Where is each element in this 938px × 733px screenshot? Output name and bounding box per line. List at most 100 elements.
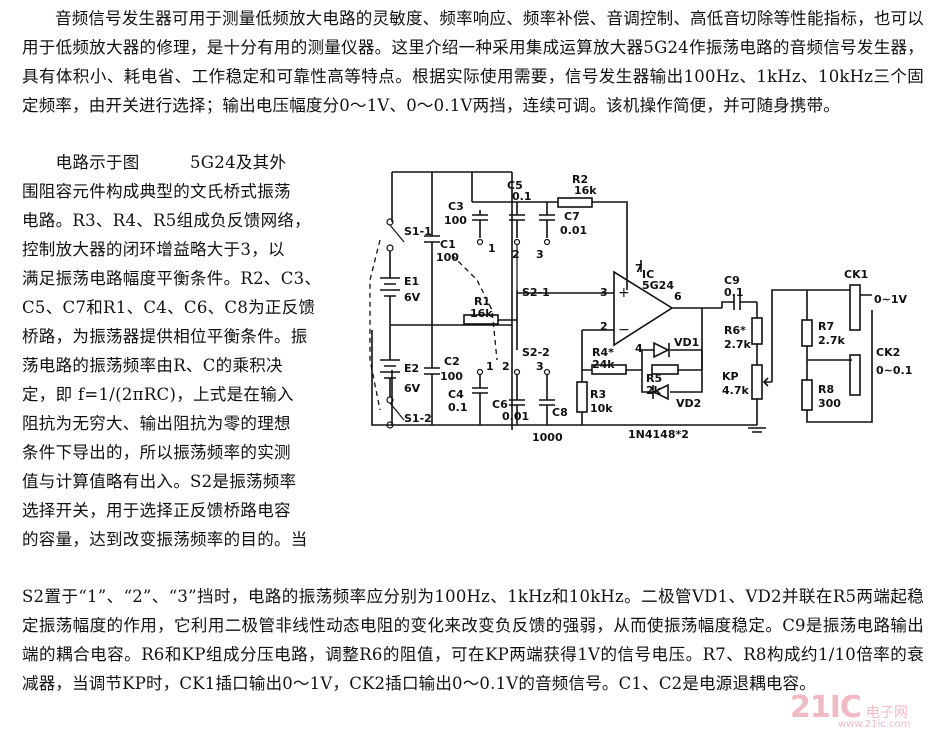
- capacitor-c5: C5 0.1: [507, 179, 532, 238]
- jack-ck1: CK1 0~1V: [807, 268, 908, 360]
- svg-text:0.1: 0.1: [724, 286, 744, 299]
- side-line: 满足振荡电路幅度平衡条件。R2、C3、: [22, 269, 322, 288]
- svg-text:0.01: 0.01: [502, 410, 529, 423]
- svg-text:R2: R2: [572, 173, 588, 186]
- svg-text:KP: KP: [722, 370, 739, 383]
- svg-text:3: 3: [536, 248, 544, 261]
- svg-text:300: 300: [818, 397, 841, 410]
- svg-text:VD1: VD1: [674, 336, 699, 349]
- svg-text:R1: R1: [474, 295, 490, 308]
- svg-text:0.1: 0.1: [448, 401, 468, 414]
- svg-text:4.7k: 4.7k: [722, 384, 749, 397]
- side-line: 选择开关，用于选择正反馈桥路电容: [22, 501, 291, 520]
- svg-text:C9: C9: [724, 274, 740, 287]
- capacitor-c8: C8 1000: [532, 375, 568, 444]
- svg-text:S1-2: S1-2: [404, 412, 432, 425]
- capacitor-c3: C3 100: [444, 200, 488, 238]
- feedback-output-link: [678, 308, 703, 371]
- battery-e1: E1 6V: [380, 251, 421, 325]
- watermark-brand: 21IC: [790, 690, 862, 725]
- svg-text:2: 2: [502, 360, 510, 373]
- jack-ck2: CK2 0~0.1V: [849, 346, 912, 396]
- potentiometer-kp: KP 4.7k: [722, 289, 807, 433]
- resistor-r5: R5 2k: [646, 364, 679, 397]
- svg-text:2.7k: 2.7k: [724, 338, 751, 351]
- svg-text:+: +: [618, 285, 630, 301]
- svg-text:C5: C5: [507, 179, 523, 192]
- svg-text:1000: 1000: [532, 431, 563, 444]
- svg-text:100: 100: [436, 251, 459, 264]
- svg-text:E1: E1: [404, 275, 419, 288]
- side-line: 条件下导出的，所以振荡频率的实测: [22, 443, 291, 462]
- watermark-logo: 21IC 电子网 www.21ic.com: [790, 690, 910, 730]
- svg-text:IC: IC: [642, 268, 654, 281]
- resistor-r7: R7 2.7k: [801, 290, 845, 360]
- resistor-r4: R4* 24k: [582, 346, 642, 375]
- svg-text:16k: 16k: [470, 307, 493, 320]
- svg-text:100: 100: [444, 214, 467, 227]
- diode-vd2: VD2: [641, 370, 703, 410]
- svg-text:7: 7: [635, 262, 643, 275]
- svg-text:100: 100: [440, 370, 463, 383]
- svg-text:0~1V: 0~1V: [874, 293, 908, 306]
- svg-text:VD2: VD2: [676, 397, 701, 410]
- svg-text:6: 6: [674, 290, 682, 303]
- capacitor-c9: C9 0.1: [721, 274, 757, 310]
- capacitor-c7: C7 0.01: [539, 202, 587, 238]
- svg-text:−: −: [618, 322, 630, 338]
- side-line: 定，即 f=1/(2πRC)，上式是在输入: [22, 385, 294, 404]
- switch-s1-2: S1-2: [386, 396, 432, 429]
- svg-text:6V: 6V: [404, 382, 421, 395]
- s2-2-label: S2-2: [522, 346, 550, 359]
- side-line: 控制放大器的闭环增益略大于3，以: [22, 240, 285, 259]
- svg-text:3: 3: [536, 360, 544, 373]
- svg-text:2: 2: [600, 320, 608, 333]
- resistor-r8: R8 300: [801, 359, 873, 423]
- diodes-note: 1N4148*2: [628, 428, 689, 441]
- svg-text:24k: 24k: [592, 358, 615, 371]
- svg-text:0~0.1V: 0~0.1V: [876, 364, 912, 377]
- switch-s2-1-contacts: 1 2 3 S2-1: [476, 238, 551, 299]
- switch-s1-1: S1-1: [386, 218, 432, 252]
- svg-text:10k: 10k: [590, 402, 613, 415]
- svg-text:S1-1: S1-1: [404, 225, 432, 238]
- side-line: 值与计算值略有出入。S2是振荡频率: [22, 472, 297, 491]
- circuit-diagram: S1-1 S1-2 E1 6V E2 6V C1 100 C2 100 C5: [369, 171, 912, 444]
- watermark-url: www.21ic.com: [838, 719, 911, 730]
- s1-2-link: [371, 330, 392, 426]
- resistor-r2: R2 16k: [552, 173, 628, 290]
- s2-gang-link: [451, 254, 498, 361]
- svg-text:R3: R3: [590, 388, 606, 401]
- svg-text:CK2: CK2: [876, 346, 900, 359]
- svg-text:2: 2: [512, 248, 520, 261]
- side-line: 桥路，为振荡器提供相位平衡条件。振: [22, 327, 308, 346]
- side-line: 阻抗为无穷大、输出阻抗为零的理想: [22, 414, 291, 433]
- side-line: C5、C7和R1、C4、C6、C8为正反馈: [22, 298, 316, 317]
- svg-text:1: 1: [486, 360, 494, 373]
- svg-text:CK1: CK1: [844, 268, 868, 281]
- side-line: 电路。R3、R4、R5组成负反馈网络，: [22, 211, 311, 230]
- side-line: 荡电路的振荡频率由R、C的乘积决: [22, 356, 283, 375]
- capacitor-c6: C6 0.01: [492, 375, 529, 425]
- side-paragraph: 电路示于图 5G24及其外 围阻容元件构成典型的文氏桥式振荡 电路。R3、R4、…: [22, 148, 354, 554]
- svg-text:0.1: 0.1: [512, 190, 532, 203]
- opamp-ic-5g24: + − IC 5G24 3 2 6 7 4: [517, 260, 722, 360]
- svg-text:2.7k: 2.7k: [818, 334, 845, 347]
- svg-text:C4: C4: [448, 388, 464, 401]
- svg-text:R8: R8: [818, 383, 834, 396]
- upper-bus: [471, 172, 552, 203]
- svg-text:R7: R7: [818, 320, 834, 333]
- svg-text:E2: E2: [404, 362, 419, 375]
- s1-gang-link: [369, 239, 381, 411]
- svg-text:4: 4: [635, 342, 643, 355]
- battery-e2: E2 6V: [380, 325, 421, 397]
- svg-text:R4*: R4*: [592, 346, 614, 359]
- resistor-r1: R1 16k: [463, 295, 517, 325]
- svg-text:C7: C7: [564, 210, 580, 223]
- watermark-cn: 电子网: [866, 705, 909, 721]
- intro-paragraph: 音频信号发生器可用于测量低频放大电路的灵敏度、频率响应、频率补偿、音调控制、高低…: [22, 9, 924, 115]
- svg-text:R5: R5: [646, 372, 662, 385]
- svg-text:0.01: 0.01: [560, 224, 587, 237]
- side-line: 的容量，达到改变振荡频率的目的。当: [22, 530, 308, 549]
- svg-text:6V: 6V: [404, 291, 421, 304]
